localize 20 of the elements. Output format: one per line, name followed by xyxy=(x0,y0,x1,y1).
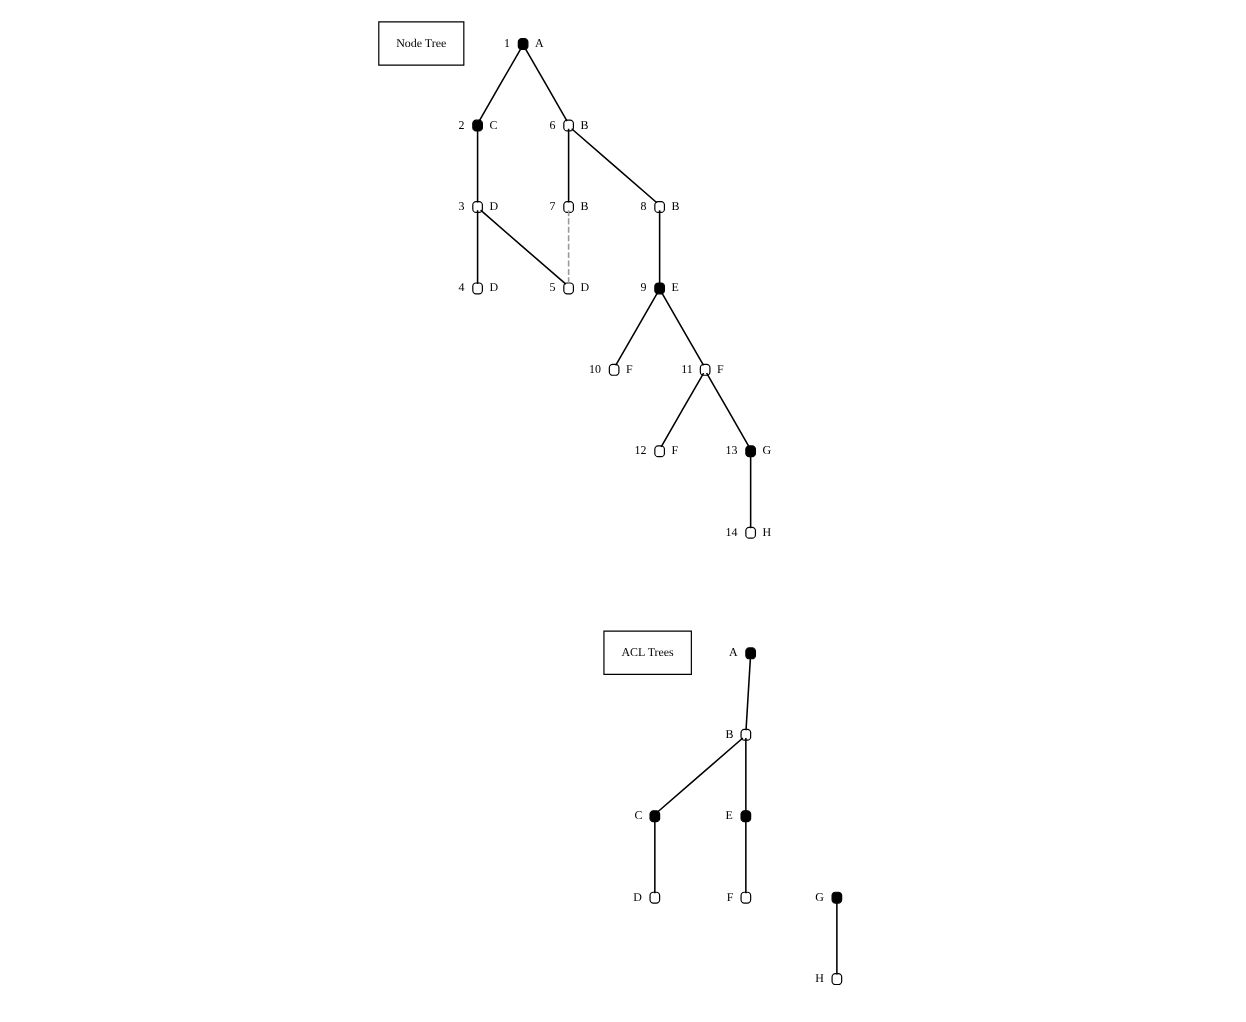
connector xyxy=(475,209,478,285)
connector xyxy=(659,290,704,367)
connector xyxy=(835,900,837,976)
connector xyxy=(744,737,746,813)
connector xyxy=(659,372,704,448)
connector xyxy=(478,209,566,285)
connector xyxy=(566,128,569,204)
connector xyxy=(744,818,746,894)
connector xyxy=(655,737,743,813)
connector xyxy=(566,209,569,285)
connector xyxy=(744,655,751,732)
connector xyxy=(569,128,657,204)
connector xyxy=(477,46,522,122)
connector xyxy=(475,128,478,204)
connector xyxy=(653,818,655,894)
connector xyxy=(522,46,567,122)
connector xyxy=(657,209,660,285)
connector xyxy=(704,372,749,448)
connector xyxy=(613,290,658,367)
connector xyxy=(748,453,751,529)
